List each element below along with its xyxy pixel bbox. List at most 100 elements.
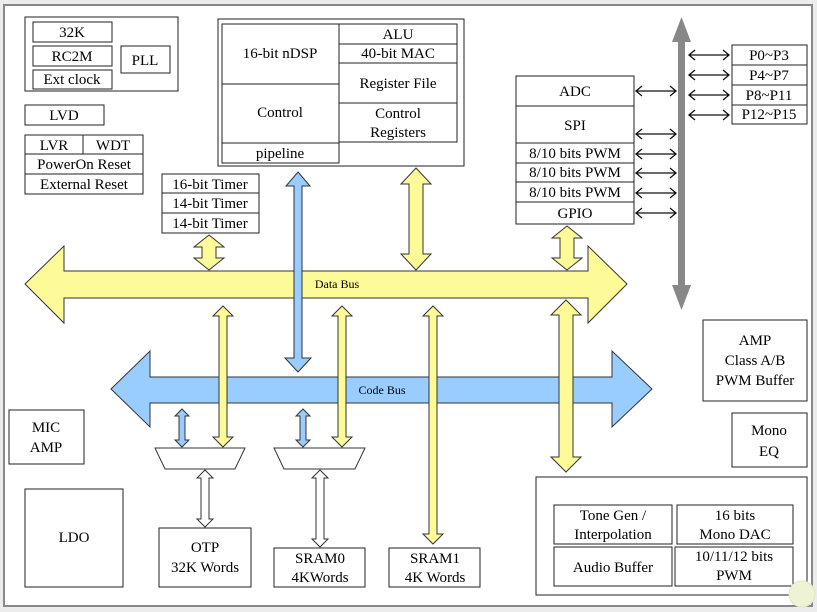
sram1-label-2: 4K Words — [405, 570, 466, 586]
sram0-box — [273, 547, 366, 588]
io-bus — [672, 17, 691, 310]
code-bus-mux-arrows — [173, 408, 312, 448]
mono-eq-label-1: Mono — [751, 423, 787, 439]
pll-box — [120, 45, 171, 74]
sram1-databus-arrow — [421, 305, 445, 545]
pwm0-io-arrow — [634, 148, 678, 160]
audio-buffer-box — [553, 546, 673, 587]
clock-32k-label: 32K — [59, 25, 85, 41]
mic-label: MIC — [32, 420, 60, 436]
clock-32k-box — [32, 21, 113, 43]
timer-label-2: 14-bit Timer — [172, 216, 247, 232]
pwm-out-label-1: 10/11/12 bits — [695, 549, 773, 565]
pwm2-io-arrow — [634, 187, 678, 199]
sram0-databus-arrow — [330, 305, 354, 448]
amp-block-label-1: AMP — [739, 333, 772, 349]
clock-group: 32K RC2M Ext clock PLL — [24, 16, 179, 92]
otp-label-1: OTP — [191, 540, 219, 556]
dsp-core: 16-bit nDSP Control pipeline ALU 40-bit … — [217, 18, 465, 167]
otp-codebus-arrow — [173, 408, 191, 448]
otp-mux-arrow — [195, 469, 215, 528]
otp-box — [158, 527, 252, 588]
amp-label: AMP — [30, 440, 63, 456]
sram0-codebus-arrow — [294, 408, 312, 448]
lvr-label: LVR — [40, 138, 69, 154]
mic-amp-box — [8, 409, 85, 465]
dsp-code-arrow — [283, 171, 313, 373]
sram1-label-1: SRAM1 — [410, 551, 460, 567]
pwm-out-box — [674, 546, 794, 587]
dac-label-1: 16 bits — [715, 508, 756, 524]
amp-block-label-3: PWM Buffer — [716, 373, 794, 389]
port1-io-arrow — [687, 69, 731, 81]
lvd-label: LVD — [49, 108, 79, 124]
sram0-label-1: SRAM0 — [295, 551, 345, 567]
dsp-databus-arrow — [399, 167, 433, 271]
port2-io-arrow — [687, 89, 731, 101]
gpio-label: GPIO — [557, 206, 592, 222]
adc-io-arrow — [634, 85, 678, 97]
ldo-box — [24, 488, 124, 588]
clock-rc2m-box — [32, 45, 113, 67]
otp-label-2: 32K Words — [171, 560, 239, 576]
mux-memory-arrows — [195, 469, 330, 548]
tone-gen-label-1: Tone Gen / — [580, 508, 647, 524]
reset-group: LVR WDT PowerOn Reset External Reset — [24, 134, 144, 195]
spi-io-arrow — [634, 128, 678, 140]
wdt-label: WDT — [96, 138, 130, 154]
dac-box — [676, 504, 794, 545]
poweron-reset-label: PowerOn Reset — [37, 157, 132, 173]
control-label: Control — [257, 105, 303, 121]
mono-eq-box — [731, 412, 808, 468]
amp-block-label-2: Class A/B — [725, 353, 785, 369]
otp-mux — [154, 447, 246, 470]
control-registers-label-1: Control — [375, 106, 421, 122]
sram0-mux — [273, 447, 366, 470]
timer-databus-arrow — [192, 234, 226, 271]
code-bus — [110, 349, 653, 429]
sram1-box — [388, 547, 481, 588]
pwm-label-1: 8/10 bits PWM — [529, 165, 621, 181]
control-registers-label-2: Registers — [370, 125, 426, 141]
audio-databus-arrow — [549, 299, 583, 473]
clock-ext-label: Ext clock — [43, 72, 101, 88]
alu-label: ALU — [383, 27, 414, 43]
data-bus-label: Data Bus — [315, 277, 360, 291]
data-bus-arrows — [192, 167, 584, 545]
pwm-label-2: 8/10 bits PWM — [529, 185, 621, 201]
pll-label: PLL — [132, 53, 159, 69]
sram0-label-2: 4KWords — [291, 570, 348, 586]
adc-label: ADC — [559, 84, 591, 100]
ndsp-label: 16-bit nDSP — [243, 46, 318, 62]
timer-label-1: 14-bit Timer — [172, 196, 247, 212]
audio-block: Tone Gen / Interpolation 16 bits Mono DA… — [535, 476, 808, 596]
pwm-label-0: 8/10 bits PWM — [529, 146, 621, 162]
port3-io-arrow — [687, 109, 731, 121]
pipeline-label: pipeline — [256, 146, 305, 162]
spi-label: SPI — [564, 118, 586, 134]
timers: 16-bit Timer 14-bit Timer 14-bit Timer — [161, 173, 260, 234]
data-bus — [24, 244, 628, 325]
port-label-2: P8~P11 — [746, 88, 793, 104]
port-label-0: P0~P3 — [749, 48, 789, 64]
ldo-label: LDO — [59, 530, 90, 546]
external-reset-label: External Reset — [40, 177, 129, 193]
mac-label: 40-bit MAC — [361, 46, 435, 62]
sram0-mux-arrow — [310, 469, 330, 548]
code-bus-label: Code Bus — [358, 383, 405, 397]
peripheral-io-arrows — [634, 49, 731, 219]
tone-gen-box — [553, 504, 673, 545]
pwm-out-label-2: PWM — [716, 568, 752, 584]
check-badge-icon — [788, 580, 816, 608]
timer-label-0: 16-bit Timer — [172, 177, 247, 193]
peripherals: ADC SPI 8/10 bits PWM 8/10 bits PWM 8/10… — [515, 75, 635, 225]
lvd-box — [24, 104, 105, 126]
register-file-label: Register File — [359, 76, 436, 92]
tone-gen-label-2: Interpolation — [574, 527, 652, 543]
mono-eq-label-2: EQ — [759, 444, 779, 460]
ports: P0~P3 P4~P7 P8~P11 P12~P15 — [731, 44, 808, 125]
amp-classab-box — [702, 319, 808, 402]
clock-ext-box — [32, 69, 113, 90]
audio-buffer-label: Audio Buffer — [573, 560, 653, 576]
